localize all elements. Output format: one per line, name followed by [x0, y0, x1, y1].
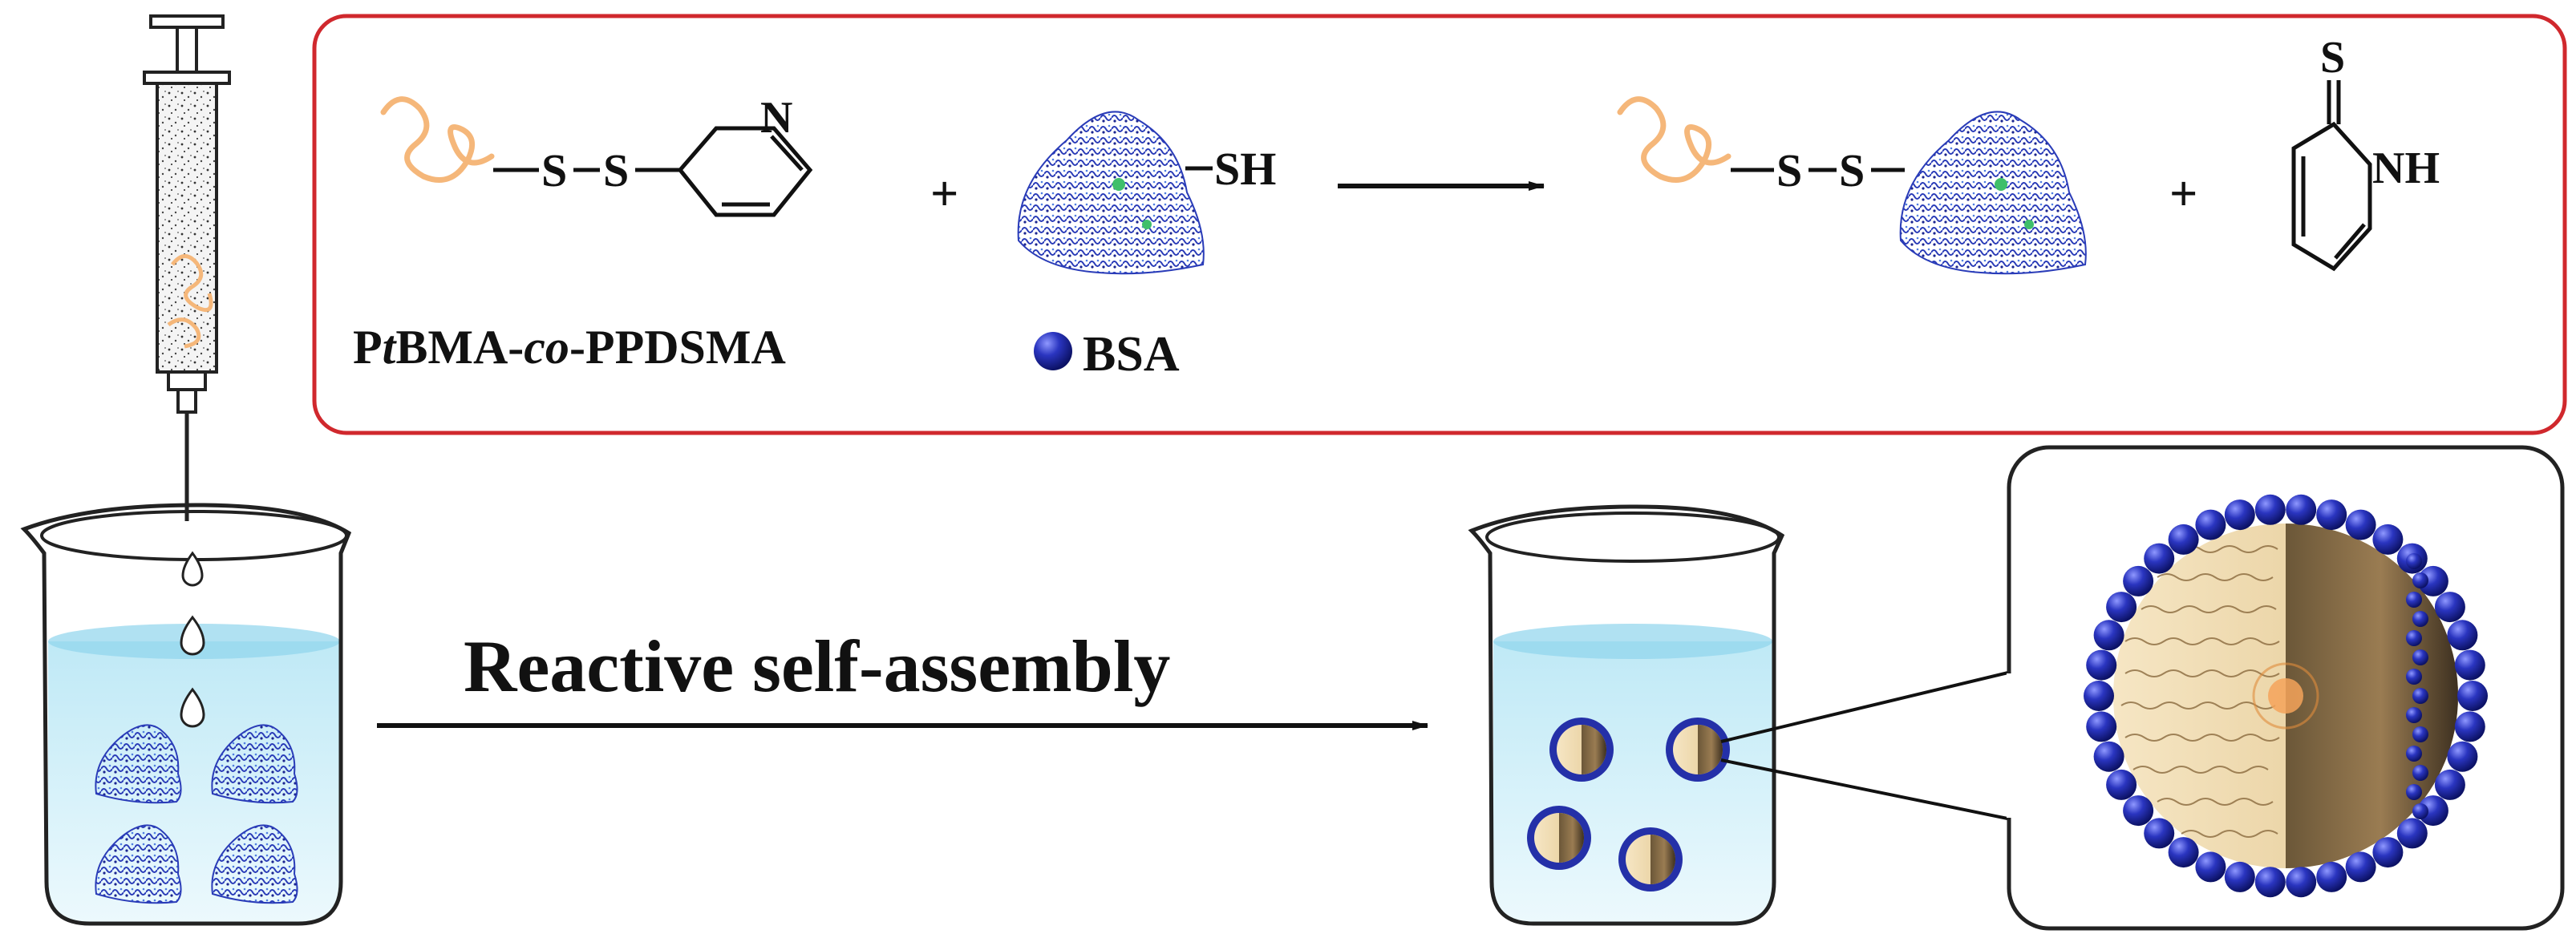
plus-sign-2: +	[2169, 167, 2197, 221]
bsa-shell-ball	[2195, 509, 2226, 540]
micelle-large	[2084, 494, 2488, 898]
bsa-shell-ball	[2086, 649, 2117, 681]
bsa-shell-ball	[2417, 795, 2448, 827]
bsa-shell-ball	[2406, 553, 2422, 569]
bsa-shell-ball	[2412, 726, 2428, 742]
bsa-shell-ball	[2286, 494, 2317, 525]
bsa-shell-ball	[2454, 711, 2485, 742]
bsa-shell-ball	[2406, 669, 2422, 685]
micelle-small-1	[1549, 718, 1614, 782]
bsa-shell-ball	[2254, 494, 2286, 525]
droplet-2	[180, 615, 205, 656]
bsa-shell-ball	[2345, 851, 2376, 883]
bsa-shell-ball	[2224, 499, 2255, 531]
bsa-shell-ball	[2106, 769, 2137, 800]
syringe	[143, 14, 231, 521]
bsa-shell-ball	[2406, 592, 2422, 608]
micelle-small-3	[1527, 806, 1591, 870]
bsa-shell-ball	[2372, 524, 2404, 555]
bsa-shell-ball	[2106, 592, 2137, 623]
bsa-shell-ball	[2144, 543, 2175, 574]
bsa-legend-ball	[1034, 332, 1072, 370]
atom-s-2: S	[603, 144, 629, 196]
bsa-shell-ball	[2123, 795, 2154, 827]
beaker-right	[1468, 504, 1785, 926]
atom-s-4: S	[1839, 144, 1865, 196]
bsa-shell-ball	[2168, 524, 2199, 555]
bsa-shell-ball	[2417, 565, 2448, 596]
bsa-shell-ball	[2412, 765, 2428, 781]
polymer-chain-1	[380, 96, 495, 183]
micelle-small-4	[1618, 827, 1683, 892]
process-arrow-label: Reactive self-assembly	[464, 625, 1170, 707]
bsa-shell-ball	[2447, 741, 2478, 772]
bsa-shell-ball	[2454, 649, 2485, 681]
bsa-shell-ball	[2396, 818, 2428, 849]
droplet-1	[181, 551, 204, 587]
bsa-shell-ball	[2168, 837, 2199, 868]
bsa-shell-ball	[2224, 861, 2255, 892]
bsa-shell-ball	[2144, 818, 2175, 849]
bsa-shell-ball	[2406, 784, 2422, 800]
bsa-shell-ball	[2093, 741, 2124, 772]
bsa-shell	[2084, 494, 2488, 898]
beaker-left	[20, 503, 352, 926]
bsa-shell-ball	[2434, 592, 2465, 623]
bsa-shell-ball	[2286, 867, 2317, 898]
plus-sign-1: +	[930, 167, 958, 221]
pyridine-ring	[677, 126, 813, 217]
thione-s: S	[2320, 33, 2345, 83]
droplet-3	[180, 687, 205, 728]
micelle-small-2	[1666, 718, 1730, 782]
bsa-shell-ball	[2254, 867, 2286, 898]
bsa-shell-ball	[2316, 861, 2347, 892]
bsa-shell-ball	[2406, 746, 2422, 762]
bsa-shell-ball	[2316, 499, 2347, 531]
bsa-shell-ball	[2457, 681, 2488, 711]
atom-n-pyridine: N	[760, 93, 792, 143]
bsa-shell-ball	[2447, 620, 2478, 651]
bsa-shell-ball	[2412, 803, 2428, 819]
bsa-shell-ball	[2412, 649, 2428, 665]
atom-s-3: S	[1776, 144, 1802, 196]
bsa-protein-1	[1017, 111, 1205, 275]
bsa-shell-ball	[2406, 707, 2422, 723]
thiol-group: SH	[1214, 143, 1276, 195]
bsa-shell-ball	[2195, 851, 2226, 883]
bsa-label: BSA	[1083, 327, 1180, 382]
bsa-shell-ball	[2372, 837, 2404, 868]
bsa-in-beaker	[95, 724, 298, 904]
bsa-shell-ball	[2345, 509, 2376, 540]
bsa-shell-ball	[2093, 620, 2124, 651]
polymer-chain-2	[1617, 96, 1732, 183]
syringe-polymer	[167, 254, 213, 349]
atom-s-1: S	[541, 144, 567, 196]
polymer-label: PtBMA-co-PPDSMA	[353, 321, 786, 374]
bsa-shell-ball	[2412, 572, 2428, 588]
pyridinethione-ring	[2291, 80, 2372, 272]
bsa-shell-ball	[2406, 630, 2422, 646]
bsa-shell-ball	[2412, 611, 2428, 627]
bsa-shell-ball	[2412, 688, 2428, 704]
bsa-shell-ball	[2123, 565, 2154, 596]
bsa-shell-ball	[2086, 711, 2117, 742]
micelle-chains	[2120, 545, 2280, 838]
bsa-shell-ball	[2084, 681, 2114, 711]
amine-nh: NH	[2372, 144, 2440, 193]
bsa-shell-ball	[2434, 769, 2465, 800]
bsa-protein-2	[1899, 111, 2087, 275]
